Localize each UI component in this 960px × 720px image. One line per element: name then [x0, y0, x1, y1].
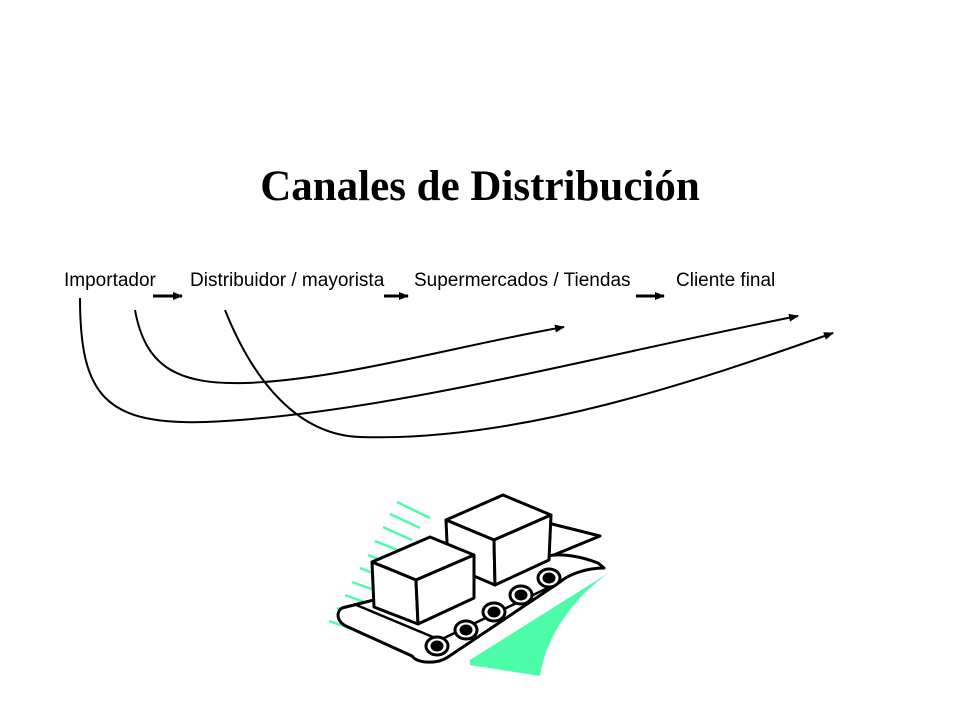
chain-node-supermercados: Supermercados / Tiendas	[414, 270, 631, 291]
curve-distribuidor-to-supermercados	[134, 309, 565, 385]
conveyor-belt-boxes-icon	[328, 493, 610, 676]
chain-node-importador: Importador	[64, 270, 156, 291]
curve-importador-to-supermercados	[79, 297, 799, 424]
curve-distribuidor-to-cliente	[224, 309, 834, 439]
chain-node-cliente-final: Cliente final	[676, 270, 776, 291]
bypass-arrows	[79, 297, 834, 439]
chain-node-distribuidor: Distribuidor / mayorista	[190, 270, 385, 291]
page-title: Canales de Distribución	[260, 163, 700, 210]
